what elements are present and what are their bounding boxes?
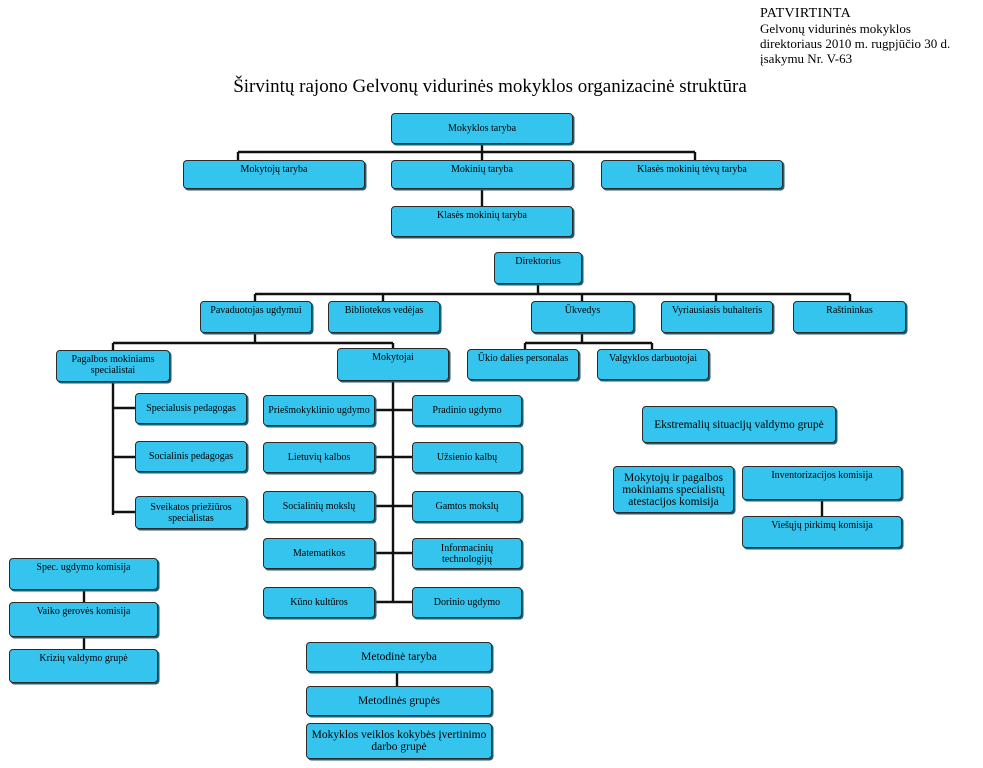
approval-stamp: PATVIRTINTA Gelvonų vidurinės mokyklos d… <box>760 6 983 66</box>
node-mokyklos-taryba: Mokyklos taryba <box>391 113 573 144</box>
node-rastininkas: Raštininkas <box>793 301 906 333</box>
node-kokybes-grupe: Mokyklos veiklos kokybės įvertinimo darb… <box>306 723 492 759</box>
node-buhalteris: Vyriausiasis buhalteris <box>661 301 773 333</box>
node-socialinis-pedagogas: Socialinis pedagogas <box>135 441 247 472</box>
approval-title: PATVIRTINTA <box>760 6 852 21</box>
node-inventorizacijos: Inventorizacijos komisija <box>742 466 902 500</box>
node-ukio-personalas: Ūkio dalies personalas <box>467 349 579 380</box>
node-metodine-taryba: Metodinė taryba <box>306 642 492 672</box>
node-spec-ugdymo: Spec. ugdymo komisija <box>9 558 158 590</box>
node-atestacijos: Mokytojų ir pagalbos mokiniams specialis… <box>613 466 734 513</box>
node-pradinio: Pradinio ugdymo <box>412 395 522 426</box>
node-mokiniu-taryba: Mokinių taryba <box>391 160 573 189</box>
node-tevu-taryba: Klasės mokinių tėvų taryba <box>601 160 783 189</box>
node-mokytoju-taryba: Mokytojų taryba <box>183 160 365 189</box>
approval-line-1: Gelvonų vidurinės mokyklos <box>760 21 911 36</box>
page-title: Širvintų rajono Gelvonų vidurinės mokykl… <box>233 76 747 97</box>
node-informaciniu: Informacinių technologijų <box>412 538 522 569</box>
node-priesmokyklinio: Priešmokyklinio ugdymo <box>263 395 375 426</box>
node-sveikatos-specialistas: Sveikatos priežiūros specialistas <box>135 496 247 529</box>
node-bibliotekos-vedejas: Bibliotekos vedėjas <box>328 301 440 333</box>
node-kriziu: Krizių valdymo grupė <box>9 649 158 683</box>
node-lietuviu: Lietuvių kalbos <box>263 442 375 473</box>
node-metodines-grupes: Metodinės grupės <box>306 686 492 716</box>
node-viesuju-pirkimu: Viešųjų pirkimų komisija <box>742 516 902 548</box>
node-socialiniu: Socialinių mokslų <box>263 491 375 522</box>
node-pagalbos-specialistai: Pagalbos mokiniams specialistai <box>56 350 170 382</box>
node-dorinio: Dorinio ugdymo <box>412 587 522 618</box>
node-klases-mokiniu-taryba: Klasės mokinių taryba <box>391 206 573 237</box>
approval-line-2: direktoriaus 2010 m. rugpjūčio 30 d. <box>760 36 951 51</box>
node-gamtos: Gamtos mokslų <box>412 491 522 522</box>
node-ukvedys: Ūkvedys <box>531 301 634 333</box>
node-specialusis-pedagogas: Specialusis pedagogas <box>135 393 247 424</box>
node-direktorius: Direktorius <box>494 252 582 284</box>
node-uzsienio: Užsienio kalbų <box>412 442 522 473</box>
node-kuno-kulturos: Kūno kultūros <box>263 587 375 618</box>
node-matematikos: Matematikos <box>263 538 375 569</box>
node-valgyklos-darbuotojai: Valgyklos darbuotojai <box>597 349 709 380</box>
node-vaiko-geroves: Vaiko gerovės komisija <box>9 602 158 637</box>
node-mokytojai: Mokytojai <box>337 348 449 381</box>
node-ekstremaliu: Ekstremalių situacijų valdymo grupė <box>642 406 836 443</box>
approval-line-3: įsakymu Nr. V-63 <box>760 51 853 66</box>
node-pavaduotojas: Pavaduotojas ugdymui <box>200 301 312 333</box>
